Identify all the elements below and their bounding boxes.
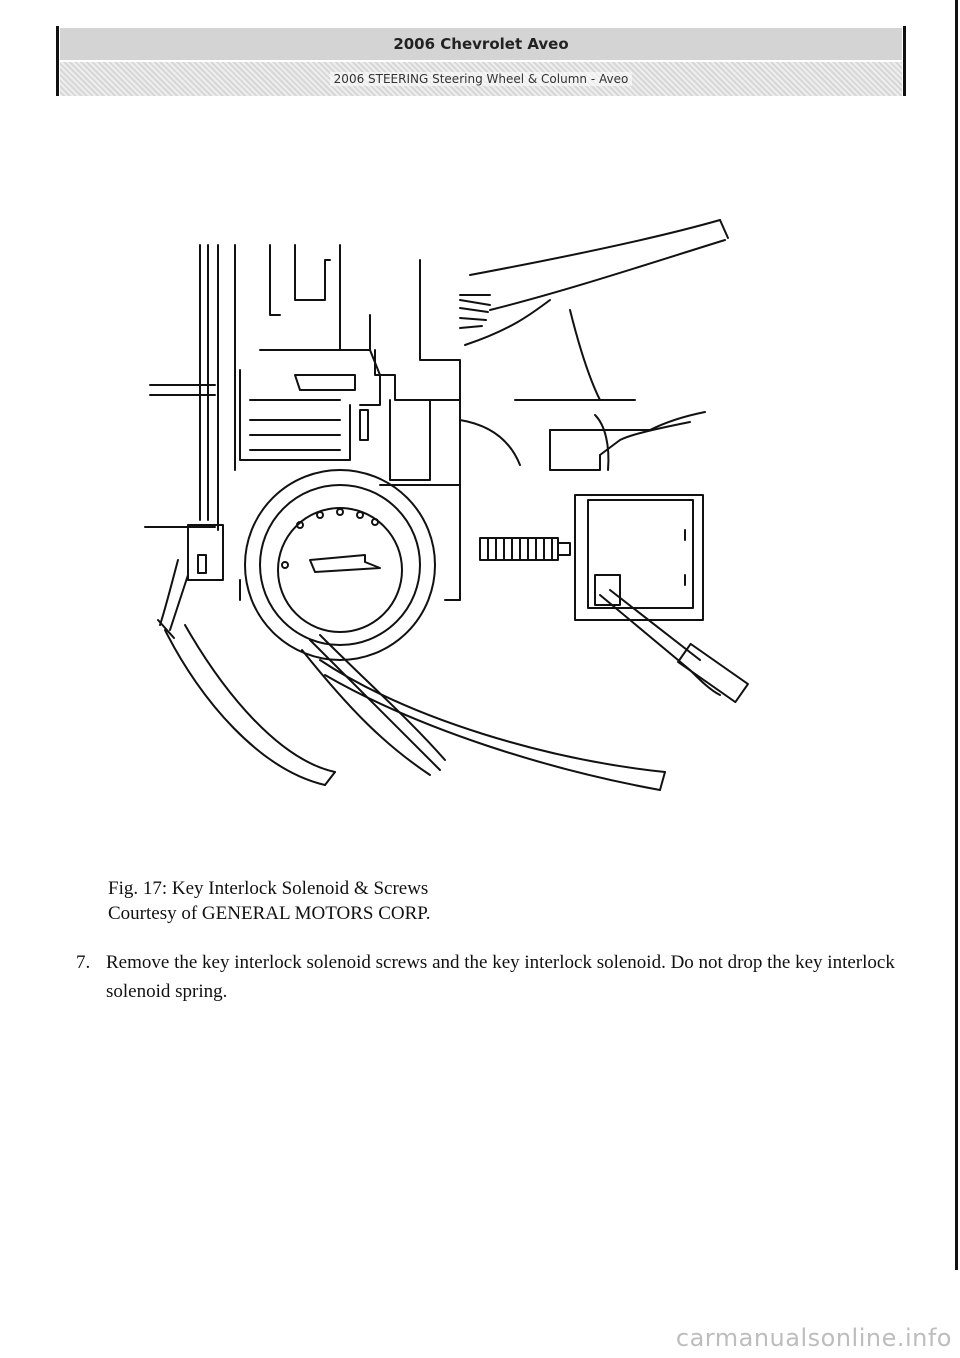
header-frame-left — [56, 26, 59, 96]
key-interlock-solenoid — [574, 494, 749, 704]
ignition-cylinder — [239, 469, 436, 661]
solenoid-spring — [479, 537, 571, 561]
figure-caption: Fig. 17: Key Interlock Solenoid & Screws… — [108, 876, 431, 926]
header-title: 2006 Chevrolet Aveo — [60, 28, 902, 62]
procedure-step: 7. Remove the key interlock solenoid scr… — [76, 948, 896, 1006]
step-number: 7. — [76, 952, 91, 973]
caption-courtesy: Courtesy of GENERAL MOTORS CORP. — [108, 903, 431, 924]
left-connector — [157, 524, 224, 639]
figure-illustration — [130, 200, 780, 800]
watermark: carmanualsonline.info — [675, 1324, 952, 1352]
caption-title: Fig. 17: Key Interlock Solenoid & Screws — [108, 878, 429, 899]
lower-cables — [164, 624, 666, 791]
header-subtitle-bar: 2006 STEERING Steering Wheel & Column - … — [60, 62, 902, 96]
step-text: Remove the key interlock solenoid screws… — [106, 952, 895, 1002]
header-frame-right — [903, 26, 906, 96]
page-header: 2006 Chevrolet Aveo 2006 STEERING Steeri… — [60, 28, 902, 96]
mounting-bracket — [459, 399, 706, 471]
header-subtitle: 2006 STEERING Steering Wheel & Column - … — [329, 72, 633, 86]
upper-harness — [459, 219, 729, 401]
page-border-right — [955, 0, 958, 1270]
column-housing — [144, 244, 461, 601]
key-interlock-diagram — [144, 219, 749, 791]
